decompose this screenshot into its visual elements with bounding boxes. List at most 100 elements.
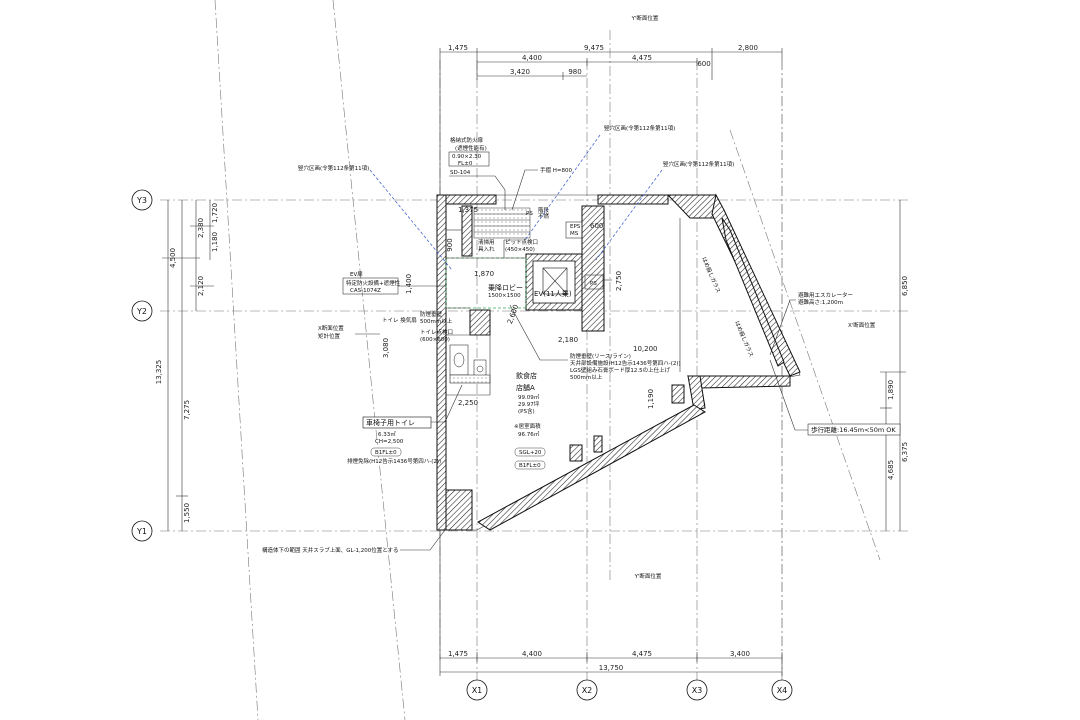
note-window-b: はめ殺しガラス [733, 320, 755, 358]
dim-inner-1870: 1,870 [474, 270, 494, 278]
fire-door-code: SD-104 [450, 170, 471, 176]
room-toilet-area: 6.33㎡ [378, 430, 396, 438]
grid-label-x1: X1 [472, 686, 483, 695]
dimension-left: 4,500 7,275 1,550 13,325 1,720 2,380 1,1… [155, 200, 219, 531]
note-structure: 構造体下の範囲 天井スラブ上面、GL-1,200位置とする [262, 546, 399, 554]
note-clean-sub: 具入れ [478, 246, 495, 253]
grid-bubble-x4 [771, 679, 793, 701]
note-toilet-vent: トイレ 換気扇 [382, 316, 417, 324]
note-fire-partition2-a: 天井部設備施設(H12告示1436号第四ハ-(2)) [570, 359, 681, 367]
dimension-top: 1,475 9,475 2,800 4,400 4,475 600 3,420 … [439, 14, 783, 200]
dim-left-1180: 1,180 [211, 232, 219, 252]
room-shop-ps: (PS含) [518, 407, 535, 415]
dim-inner-2750: 2,750 [615, 271, 623, 291]
fire-door-sub: (遮煙性能有) [455, 144, 487, 152]
note-clean: 清掃用 [478, 238, 495, 246]
note-walking-distance: 歩行距離:16.45m<50m OK [811, 425, 896, 434]
note-escape-ladder-sub: 避難高さ:1,200m [798, 298, 843, 306]
grid-label-y2: Y2 [136, 307, 147, 316]
dim-top-980: 980 [568, 68, 581, 76]
dim-top-3420: 3,420 [510, 68, 530, 76]
partitions [446, 218, 681, 396]
note-fire-partition-sub: 500mm以上 [420, 317, 453, 325]
note-vertical-section-c: 竪穴区画(令第112条第11項) [663, 160, 734, 168]
note-toilet-exempt: 排煙免除(H12告示1436号第四ハ-(2)) [347, 457, 441, 465]
room-shop-name: 店舗A [516, 383, 535, 392]
note-fire-partition2-b: LGS壁組み石膏ボード厚12.5の上仕上げ [570, 366, 671, 374]
wall-left [436, 194, 447, 531]
dimension-right: 6,850 6,375 1,890 4,685 X'断面位置 [848, 200, 909, 531]
grid-bubble-y2 [131, 300, 153, 322]
note-fire-partition2: 防煙垂壁(リース/ライン) [570, 352, 631, 360]
core-right-wall [581, 205, 605, 332]
dim-bottom-1475: 1,475 [448, 650, 468, 658]
room-shop-area-tsubo: 29.97坪 [518, 400, 540, 408]
section-mark-y-top: Y'断面位置 [631, 14, 659, 22]
dim-top-600: 600 [697, 60, 710, 68]
stair-sub: 不燃 [538, 212, 550, 220]
dim-inner-3080: 3,080 [382, 338, 390, 358]
room-ev: EV(11人乗) [534, 289, 572, 298]
note-window-a: はめ殺しガラス [700, 256, 722, 294]
dim-inner-600: 600 [590, 222, 603, 230]
fire-door-fl: FL±0 [458, 161, 473, 167]
room-labels: 乗降ロビー 1500×1500 EV(11人乗) 飲食店 店舗A 99.09㎡ … [347, 283, 572, 470]
grid-lines [160, 0, 910, 720]
room-sgl: SGL+20 [519, 450, 542, 456]
dim-right-1890: 1,890 [887, 380, 895, 400]
grid-bubbles-x: X1 X2 X3 X4 [466, 679, 793, 701]
note-escape-ladder: 避難用エスカレーター [798, 291, 853, 299]
note-fire-partition: 防煙垂壁 [420, 310, 443, 318]
note-fire-partition2-c: 500mm以上 [570, 373, 603, 381]
note-ev-door: EV扉 [350, 270, 363, 278]
dim-inner-900: 900 [446, 238, 454, 251]
dim-top-1475: 1,475 [448, 44, 468, 52]
stair-wall [461, 205, 473, 257]
note-x-section: X断面位置 [318, 324, 344, 332]
toilet-fixtures [449, 344, 491, 384]
column-diag-3 [671, 384, 685, 404]
grid-label-x4: X4 [777, 686, 788, 695]
lobby-boundary [445, 257, 527, 309]
dim-left-2120: 2,120 [197, 276, 205, 296]
room-b1fl: B1FL±0 [519, 463, 541, 469]
dimension-bottom: 1,475 4,400 4,475 3,400 13,750 Y'断面位置 [439, 520, 783, 676]
wall-top-mid [597, 194, 669, 205]
note-pit-sub: (450×450) [505, 247, 535, 253]
grid-label-x3: X3 [692, 686, 703, 695]
dim-right-6375: 6,375 [901, 442, 909, 462]
wall-step-vertical [687, 375, 706, 411]
note-pit: ピット点検口 [505, 238, 538, 246]
dim-top-9475: 9,475 [584, 44, 604, 52]
fire-door-size: 0.90×2.30 [452, 154, 482, 160]
room-dwelling: ※居室面積 [514, 422, 541, 430]
room-toilet-fl: B1FL±0 [375, 450, 397, 456]
dim-inner-2250: 2,250 [458, 399, 478, 407]
note-handrail: 手摺 H=800 [540, 166, 572, 174]
room-toilet-ch: CH=2,500 [375, 439, 404, 445]
grid-bubble-x1 [466, 679, 488, 701]
note-ps-top: PS [526, 211, 533, 217]
dim-bottom-4400: 4,400 [522, 650, 542, 658]
blue-leaders [369, 134, 663, 271]
grid-bubble-x2 [576, 679, 598, 701]
stair-label: 階段 [538, 206, 550, 214]
note-toilet-door-sub: (600×600) [420, 337, 450, 343]
room-lobby: 乗降ロビー [488, 283, 523, 292]
section-mark-x-right: X'断面位置 [848, 321, 876, 329]
room-lobby-size: 1500×1500 [488, 293, 521, 299]
building-walls [436, 193, 801, 531]
room-restaurant: 飲食店 [516, 371, 537, 380]
dim-inner-2180: 2,180 [558, 336, 578, 344]
grid-label-y1: Y1 [136, 527, 147, 536]
dim-left-2380: 2,380 [197, 218, 205, 238]
wall-bottom-diagonal [477, 404, 706, 531]
dim-inner-2600: 2,600 [506, 304, 520, 326]
column-diag-1 [569, 444, 583, 462]
stair: 階段 不燃 [473, 206, 550, 239]
dim-left-4500: 4,500 [169, 248, 177, 268]
room-shop-area-m2: 99.09㎡ [518, 393, 540, 401]
note-x-section-sub: 矩計位置 [318, 332, 341, 340]
grid-label-y3: Y3 [136, 196, 147, 205]
